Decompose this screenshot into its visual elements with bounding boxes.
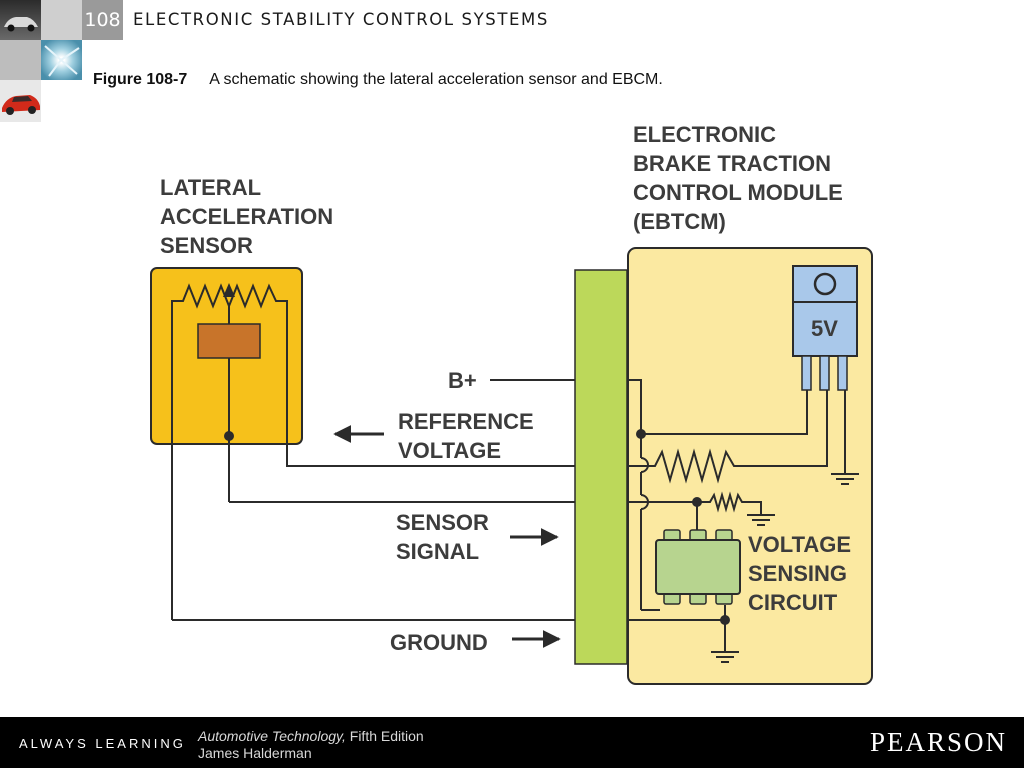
junction-dot: [720, 615, 730, 625]
voltage-sensing-label: VOLTAGE SENSING CIRCUIT: [748, 532, 857, 615]
junction-dot: [692, 497, 702, 507]
turbine-thumbnail: [41, 40, 82, 80]
voltage-sensing-chip: [655, 529, 741, 605]
car-thumbnail: [0, 0, 41, 40]
ground-symbol-icon: [831, 473, 859, 485]
regulator-label: 5V: [811, 316, 838, 341]
red-car-thumbnail: [0, 80, 41, 122]
chapter-number-badge: 108: [82, 0, 123, 40]
gray-thumbnail: [41, 0, 82, 40]
figure-number: Figure 108-7: [93, 71, 188, 88]
voltage-regulator: [792, 265, 858, 391]
book-edition: Fifth Edition: [345, 728, 424, 744]
sensor-label: LATERAL ACCELERATION SENSOR: [160, 175, 339, 258]
caption-text: A schematic showing the lateral accelera…: [209, 71, 663, 88]
wiper-arrow-icon: [223, 283, 235, 297]
book-author: James Halderman: [198, 745, 312, 761]
header-thumbnails: [0, 0, 82, 122]
ground-symbol-icon: [711, 651, 739, 663]
gray-thumbnail: [0, 40, 41, 80]
schematic-diagram: LATERAL ACCELERATION SENSOR ELECTRONIC B…: [150, 122, 873, 685]
bplus-label: B+: [448, 368, 477, 393]
sensing-element: [197, 323, 261, 359]
ground-label: GROUND: [390, 630, 488, 655]
figure-caption: Figure 108-7 A schematic showing the late…: [93, 71, 663, 89]
footer-tagline: ALWAYS LEARNING: [19, 736, 186, 751]
reference-voltage-label: REFERENCE VOLTAGE: [398, 409, 540, 463]
junction-dot: [636, 429, 646, 439]
module-connector: [574, 269, 628, 665]
sensor-signal-label: SENSOR SIGNAL: [396, 510, 495, 564]
footer-bar: ALWAYS LEARNING Automotive Technology, F…: [0, 717, 1024, 768]
junction-dot: [224, 431, 234, 441]
book-credit: Automotive Technology, Fifth Edition Jam…: [198, 728, 424, 762]
ground-symbol-icon: [747, 514, 775, 526]
gray-thumbnail: [41, 80, 82, 122]
book-title: Automotive Technology,: [198, 728, 346, 744]
publisher-logo: PEARSON: [869, 727, 1007, 757]
module-label: ELECTRONIC BRAKE TRACTION CONTROL MODULE…: [633, 122, 849, 234]
chapter-title: ELECTRONIC STABILITY CONTROL SYSTEMS: [133, 10, 549, 29]
